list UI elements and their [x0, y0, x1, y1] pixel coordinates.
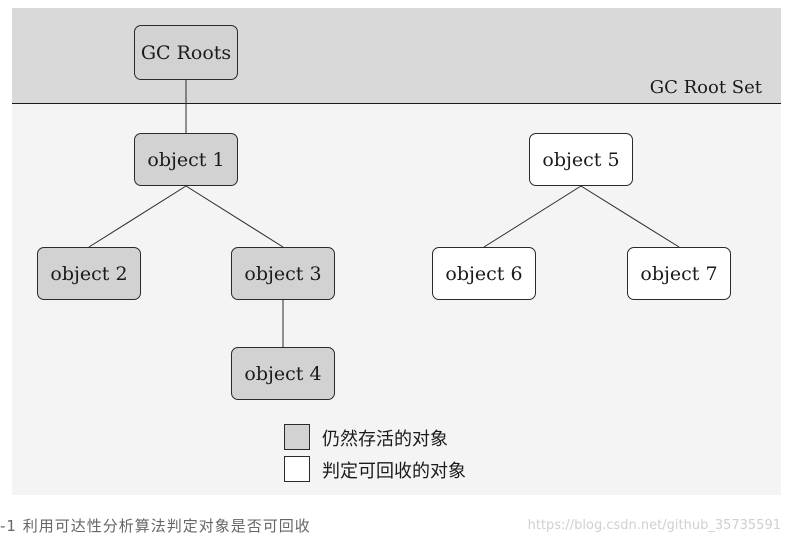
link-object5-object7 [580, 185, 680, 248]
legend-live-swatch [284, 424, 310, 450]
legend-dead-label: 判定可回收的对象 [322, 461, 466, 482]
gc-root-set-divider [12, 103, 781, 104]
link-object5-object6 [483, 185, 582, 248]
link-object1-object3 [185, 185, 284, 248]
node-object-1: object 1 [134, 133, 238, 186]
node-object-4: object 4 [231, 347, 335, 400]
node-object-6: object 6 [432, 247, 536, 300]
node-object-2: object 2 [37, 247, 141, 300]
node-object-5: object 5 [529, 133, 633, 186]
diagram-panel: GC Root Set GC Roots object 1 object 2 o… [12, 8, 781, 495]
watermark: https://blog.csdn.net/github_35735591 [527, 518, 781, 533]
gc-root-set-label: GC Root Set [649, 77, 762, 98]
reference-links [88, 80, 680, 347]
node-object-7: object 7 [627, 247, 731, 300]
legend-dead-swatch [284, 456, 310, 482]
legend-live-label: 仍然存活的对象 [322, 429, 448, 450]
node-gc-roots: GC Roots [134, 25, 238, 80]
link-object1-object2 [88, 185, 187, 248]
figure-caption: -1 利用可达性分析算法判定对象是否可回收 [0, 517, 311, 535]
node-object-3: object 3 [231, 247, 335, 300]
